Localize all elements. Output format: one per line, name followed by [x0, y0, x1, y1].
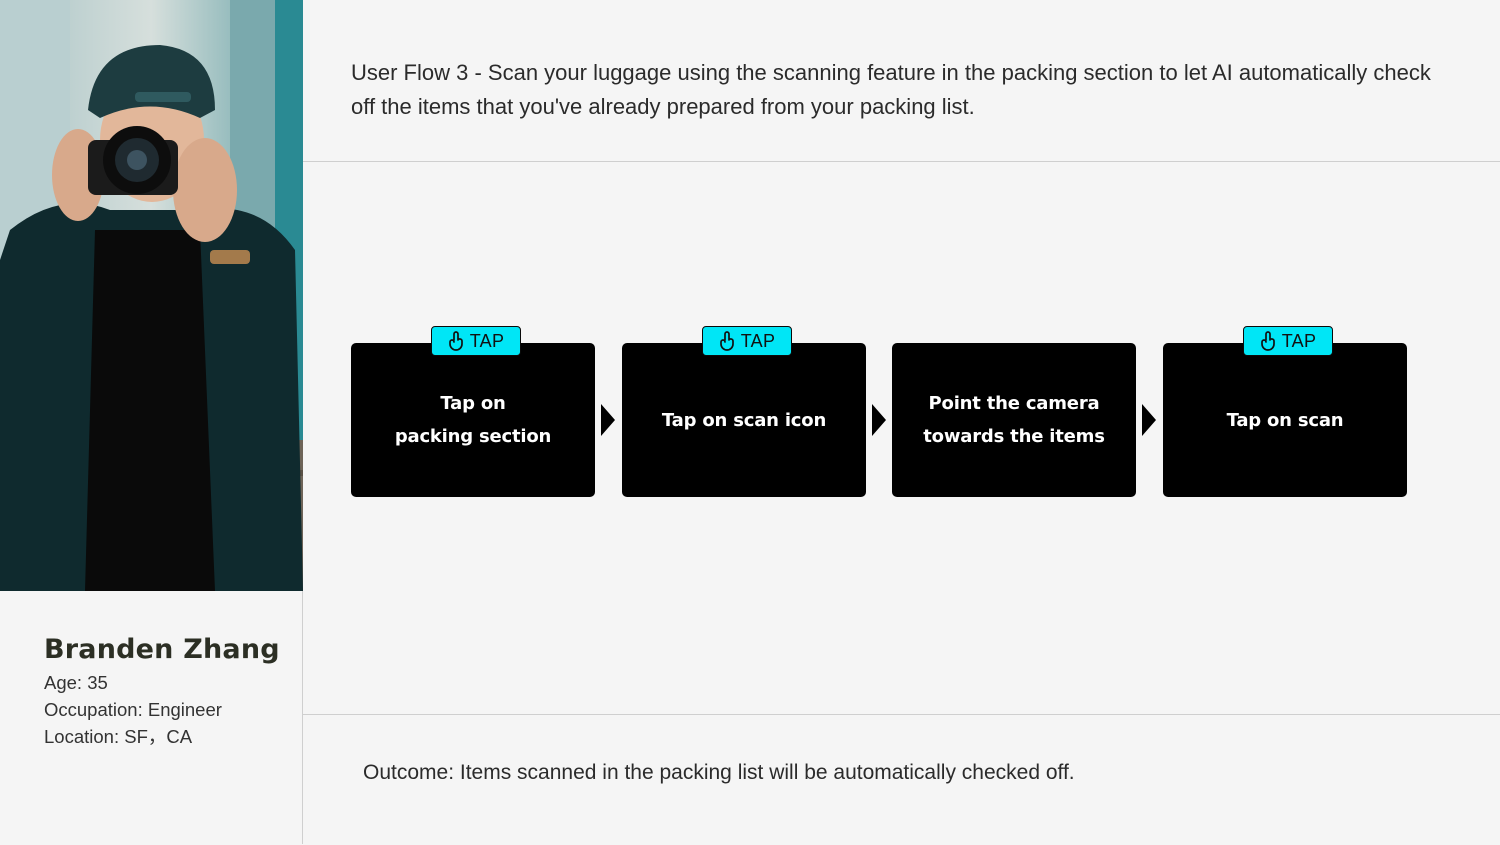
persona-location: Location: SF，CA	[44, 726, 193, 747]
persona-panel: Branden Zhang Age: 35 Occupation: Engine…	[0, 0, 303, 844]
outcome-section: Outcome: Items scanned in the packing li…	[303, 714, 1500, 845]
triangle-right-icon	[601, 404, 615, 436]
tap-badge-label: TAP	[1281, 330, 1317, 351]
tap-badge-label: TAP	[469, 330, 505, 351]
flow-step-3: Point the camera towards the items	[892, 343, 1136, 497]
persona-photo	[0, 0, 303, 591]
triangle-right-icon	[1142, 404, 1156, 436]
step-label: Point the camera towards the items	[923, 393, 1105, 447]
flow-step-2: TAP Tap on scan icon	[622, 326, 866, 497]
flow-steps: TAP Tap on packing section TAP Tap on sc…	[351, 326, 1411, 501]
tap-badge: TAP	[702, 326, 792, 356]
tap-badge: TAP	[1243, 326, 1333, 356]
persona-occupation: Occupation: Engineer	[44, 699, 222, 720]
step-label: Tap on scan	[1226, 409, 1344, 431]
flow-description: User Flow 3 - Scan your luggage using th…	[351, 60, 1431, 119]
tap-badge: TAP	[431, 326, 521, 356]
tap-hand-icon	[1260, 331, 1276, 351]
step-label: Tap on scan icon	[661, 409, 827, 431]
tap-hand-icon	[448, 331, 464, 351]
persona-name: Branden Zhang	[44, 634, 280, 665]
tap-hand-icon	[719, 331, 735, 351]
tap-badge-label: TAP	[740, 330, 776, 351]
step-label: Tap on packing section	[394, 393, 552, 447]
triangle-right-icon	[872, 404, 886, 436]
persona-age: Age: 35	[44, 672, 108, 693]
flow-header: User Flow 3 - Scan your luggage using th…	[303, 0, 1500, 162]
flow-step-4: TAP Tap on scan	[1163, 326, 1407, 497]
outcome-text: Outcome: Items scanned in the packing li…	[363, 761, 1075, 784]
flow-step-1: TAP Tap on packing section	[351, 326, 595, 497]
persona-info: Branden Zhang Age: 35 Occupation: Engine…	[44, 634, 280, 750]
